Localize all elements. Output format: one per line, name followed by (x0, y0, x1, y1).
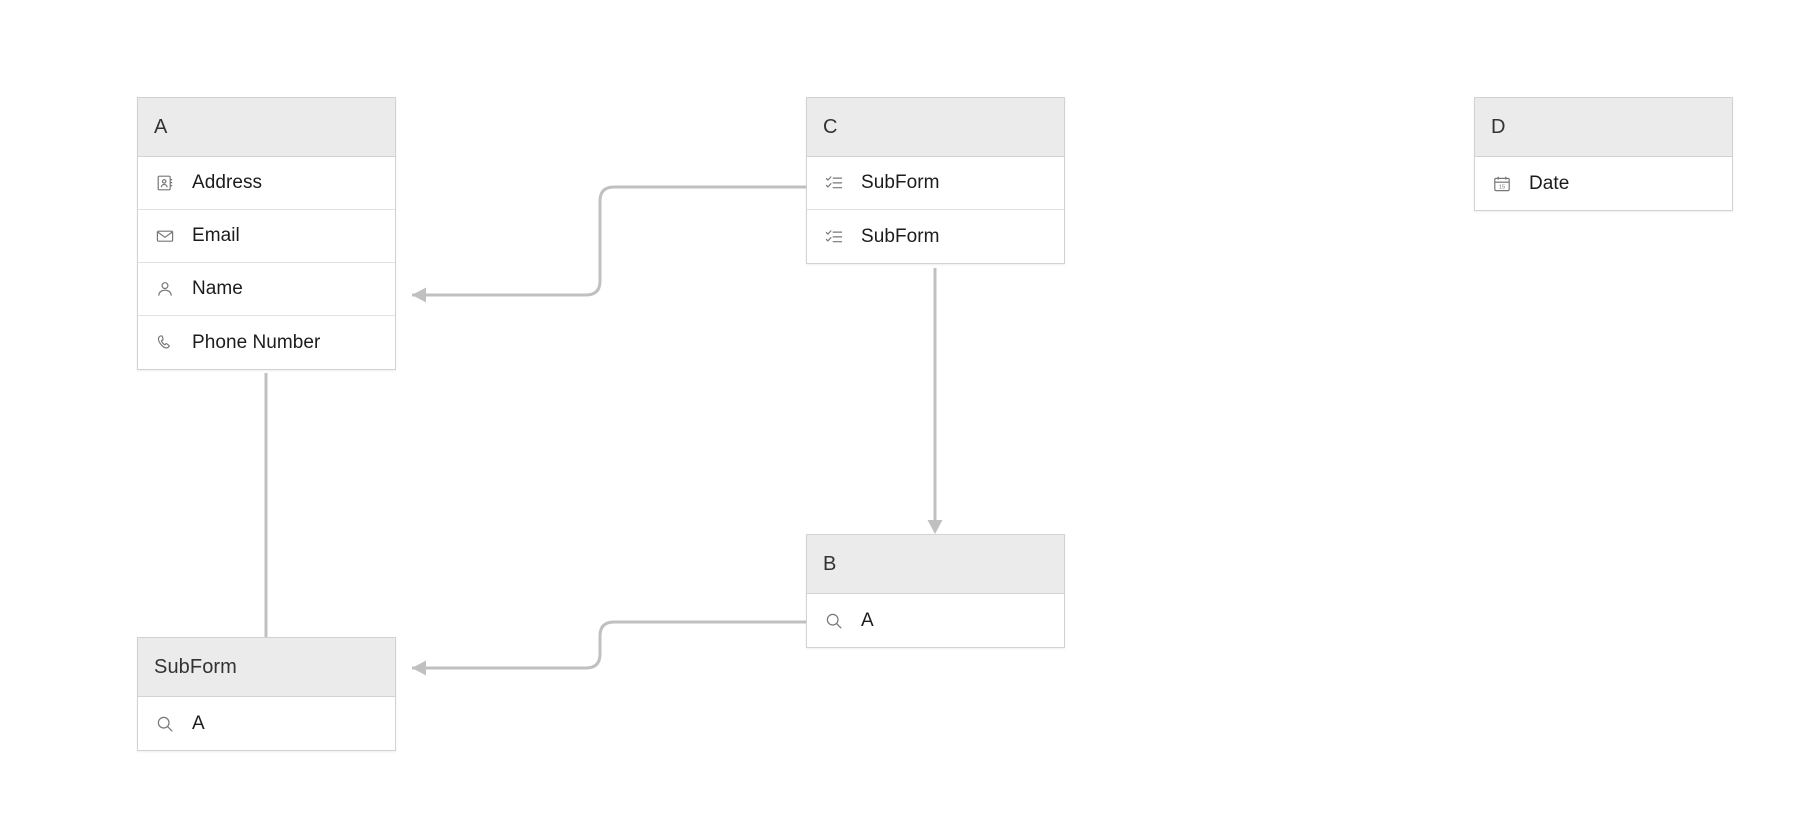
node-card-d[interactable]: D 15 Date (1474, 97, 1733, 211)
search-icon (154, 713, 176, 735)
node-field-row-b-0[interactable]: A (807, 594, 1064, 647)
svg-text:15: 15 (1499, 184, 1505, 190)
checklist-icon (823, 226, 845, 248)
node-card-c[interactable]: C SubForm SubForm (806, 97, 1065, 264)
node-header-c[interactable]: C (807, 98, 1064, 157)
calendar-icon: 15 (1491, 173, 1513, 195)
node-field-row-c-0[interactable]: SubForm (807, 157, 1064, 210)
node-title-d: D (1491, 115, 1506, 138)
node-field-list-d: 15 Date (1475, 157, 1732, 210)
node-header-d[interactable]: D (1475, 98, 1732, 157)
node-title-a: A (154, 115, 168, 138)
edge-b-a-to-subform[interactable] (412, 620, 806, 670)
person-icon (154, 278, 176, 300)
node-title-b: B (823, 552, 837, 575)
node-field-row-a-0[interactable]: Address (138, 157, 395, 210)
node-field-list-a: Address Email Name Phone Number (138, 157, 395, 369)
node-field-label-a-1: Email (192, 225, 240, 246)
node-header-subform[interactable]: SubForm (138, 638, 395, 697)
edge-c-to-b-arrowhead (927, 520, 943, 534)
address-book-icon (154, 172, 176, 194)
node-field-label-d-0: Date (1529, 172, 1570, 194)
edge-c-subform-to-a-name[interactable] (412, 185, 806, 297)
node-header-a[interactable]: A (138, 98, 395, 157)
node-field-list-subform: A (138, 697, 395, 750)
checklist-icon (823, 172, 845, 194)
node-field-label-a-2: Name (192, 278, 243, 299)
edge-c-subform-to-a-name-arrowhead (412, 287, 426, 303)
envelope-icon (154, 225, 176, 247)
node-card-b[interactable]: B A (806, 534, 1065, 648)
node-field-label-subform-0: A (192, 712, 205, 734)
search-icon (823, 610, 845, 632)
node-field-row-d-0[interactable]: 15 Date (1475, 157, 1732, 210)
node-field-list-c: SubForm SubForm (807, 157, 1064, 263)
node-card-subform[interactable]: SubForm A (137, 637, 396, 751)
node-field-row-a-2[interactable]: Name (138, 263, 395, 316)
node-field-row-subform-0[interactable]: A (138, 697, 395, 750)
node-title-subform: SubForm (154, 655, 237, 678)
node-header-b[interactable]: B (807, 535, 1064, 594)
node-field-row-a-1[interactable]: Email (138, 210, 395, 263)
node-field-label-c-1: SubForm (861, 225, 940, 247)
node-field-label-b-0: A (861, 609, 874, 631)
node-field-label-a-3: Phone Number (192, 331, 321, 353)
edge-b-a-to-subform-arrowhead (412, 660, 426, 676)
node-field-row-c-1[interactable]: SubForm (807, 210, 1064, 263)
node-field-list-b: A (807, 594, 1064, 647)
node-title-c: C (823, 115, 838, 138)
phone-icon (154, 332, 176, 354)
node-card-a[interactable]: A Address Email Name Phone Number (137, 97, 396, 370)
node-field-row-a-3[interactable]: Phone Number (138, 316, 395, 369)
node-field-label-c-0: SubForm (861, 172, 940, 193)
node-field-label-a-0: Address (192, 172, 263, 193)
